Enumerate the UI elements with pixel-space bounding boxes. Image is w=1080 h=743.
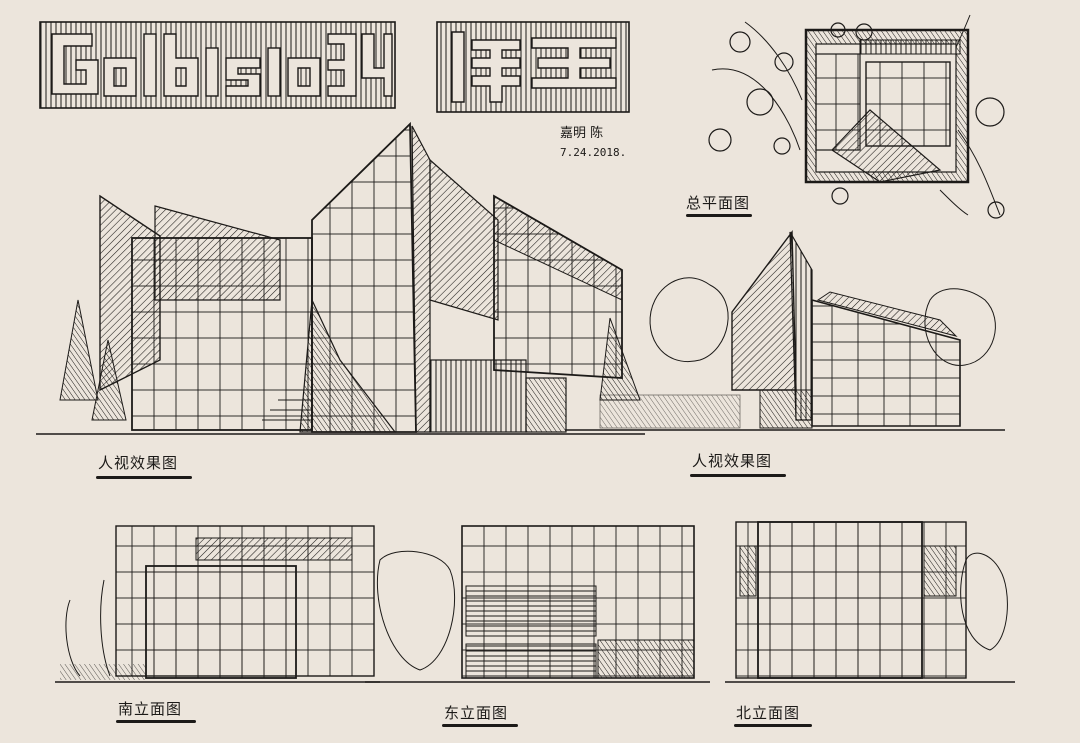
drawing-date: 7.24.2018. bbox=[560, 146, 627, 159]
south-elevation-label: 南立面图 bbox=[118, 700, 183, 718]
north-elevation-drawing bbox=[725, 521, 1015, 683]
east-elevation-drawing bbox=[365, 525, 710, 683]
east-elevation-label: 东立面图 bbox=[444, 704, 509, 722]
perspective-2-label: 人视效果图 bbox=[692, 452, 773, 470]
perspective-2-underline bbox=[690, 474, 786, 477]
south-elevation-drawing bbox=[55, 525, 380, 683]
title-logo-drawing bbox=[39, 21, 630, 113]
perspective-drawing-secondary bbox=[565, 229, 1005, 431]
site-plan-underline bbox=[686, 214, 752, 217]
south-elevation-underline bbox=[116, 720, 196, 723]
perspective-1-label: 人视效果图 bbox=[98, 454, 179, 472]
site-plan-label: 总平面图 bbox=[686, 194, 751, 212]
site-plan-drawing bbox=[708, 14, 1005, 219]
east-elevation-underline bbox=[442, 724, 518, 727]
north-elevation-underline bbox=[734, 724, 812, 727]
author-signature: 嘉明 陈 bbox=[560, 126, 604, 141]
perspective-drawing-main bbox=[36, 121, 645, 435]
north-elevation-label: 北立面图 bbox=[736, 704, 801, 722]
perspective-1-underline bbox=[96, 476, 192, 479]
